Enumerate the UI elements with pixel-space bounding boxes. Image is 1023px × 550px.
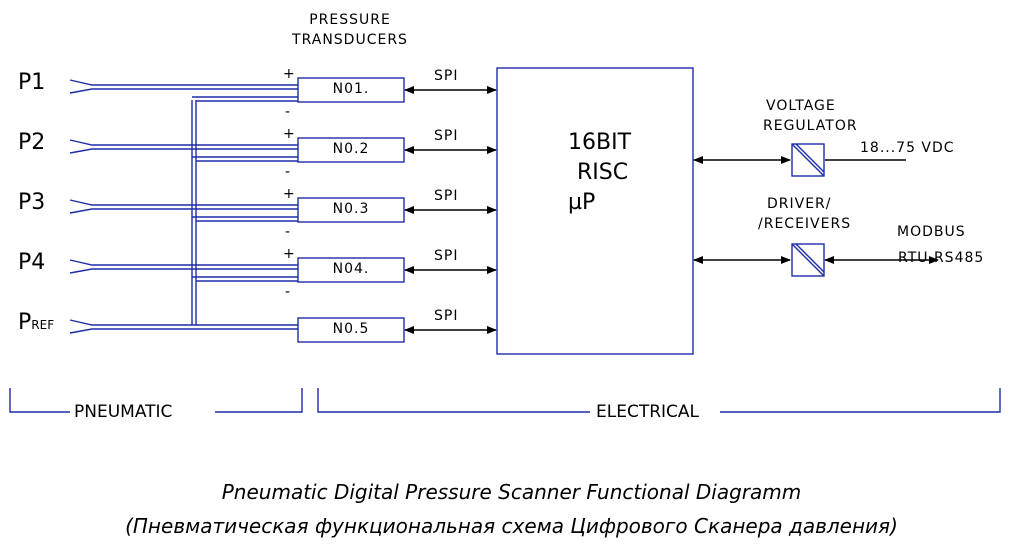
transducer-1-minus: - [285,104,292,120]
processor-label-3: µP [568,190,596,215]
voltage-regulator-label-1: VOLTAGE [766,98,836,114]
transducer-1-plus: + [283,66,296,82]
transducer-1-label: N01. [332,81,370,97]
spi-label-1: SPI [434,68,459,84]
caption-russian: (Пневматическая функциональная схема Циф… [125,514,898,538]
spi-label-5: SPI [434,308,459,324]
input-label-p3: P3 [18,190,46,215]
spi-label-2: SPI [434,128,459,144]
transducer-3-box [297,197,405,223]
processor-links [693,156,939,264]
processor-box [496,67,694,355]
transducer-1-box [297,77,405,103]
section-electrical-label: ELECTRICAL [596,402,700,422]
input-label-p2: P2 [18,130,46,155]
transducer-2-box [297,137,405,163]
voltage-regulator-label-2: REGULATOR [763,118,858,134]
transducer-4-minus: - [285,284,292,300]
driver-label-1: DRIVER/ [767,196,832,212]
pref-main: P [18,310,32,335]
section-brackets [9,388,1001,413]
voltage-regulator-symbol [791,143,825,177]
transducer-4-plus: + [283,246,296,262]
spi-links [404,86,497,334]
input-label-p1: P1 [18,70,46,95]
processor-label-1: 16BIT [568,130,632,155]
supply-voltage-label: 18...75 VDC [860,140,955,156]
transducer-boxes [297,77,405,343]
transducer-3-minus: - [285,224,292,240]
transducer-3-plus: + [283,186,296,202]
transducer-5-box [297,317,405,343]
spi-label-3: SPI [434,188,459,204]
spi-label-4: SPI [434,248,459,264]
pref-sub: REF [31,318,55,332]
input-label-p4: P4 [18,250,46,275]
transducers-heading-2: TRANSDUCERS [292,32,408,48]
modbus-label-2: RTU RS485 [898,250,985,266]
caption-english: Pneumatic Digital Pressure Scanner Funct… [221,480,802,504]
transducer-5-label: N0.5 [332,321,370,337]
driver-symbol [791,243,825,277]
transducer-2-minus: - [285,164,292,180]
pneumatic-lines [69,79,298,334]
transducer-2-plus: + [283,126,296,142]
transducer-4-label: N04. [332,261,370,277]
input-label-pref: PREF [18,310,54,335]
transducer-3-label: N0.3 [332,201,370,217]
transducer-2-label: N0.2 [332,141,370,157]
processor-label-2: RISC [577,160,629,185]
driver-label-2: /RECEIVERS [758,216,852,232]
section-pneumatic-label: PNEUMATIC [74,402,173,422]
transducers-heading-1: PRESSURE [309,12,391,28]
modbus-label-1: MODBUS [897,224,966,240]
